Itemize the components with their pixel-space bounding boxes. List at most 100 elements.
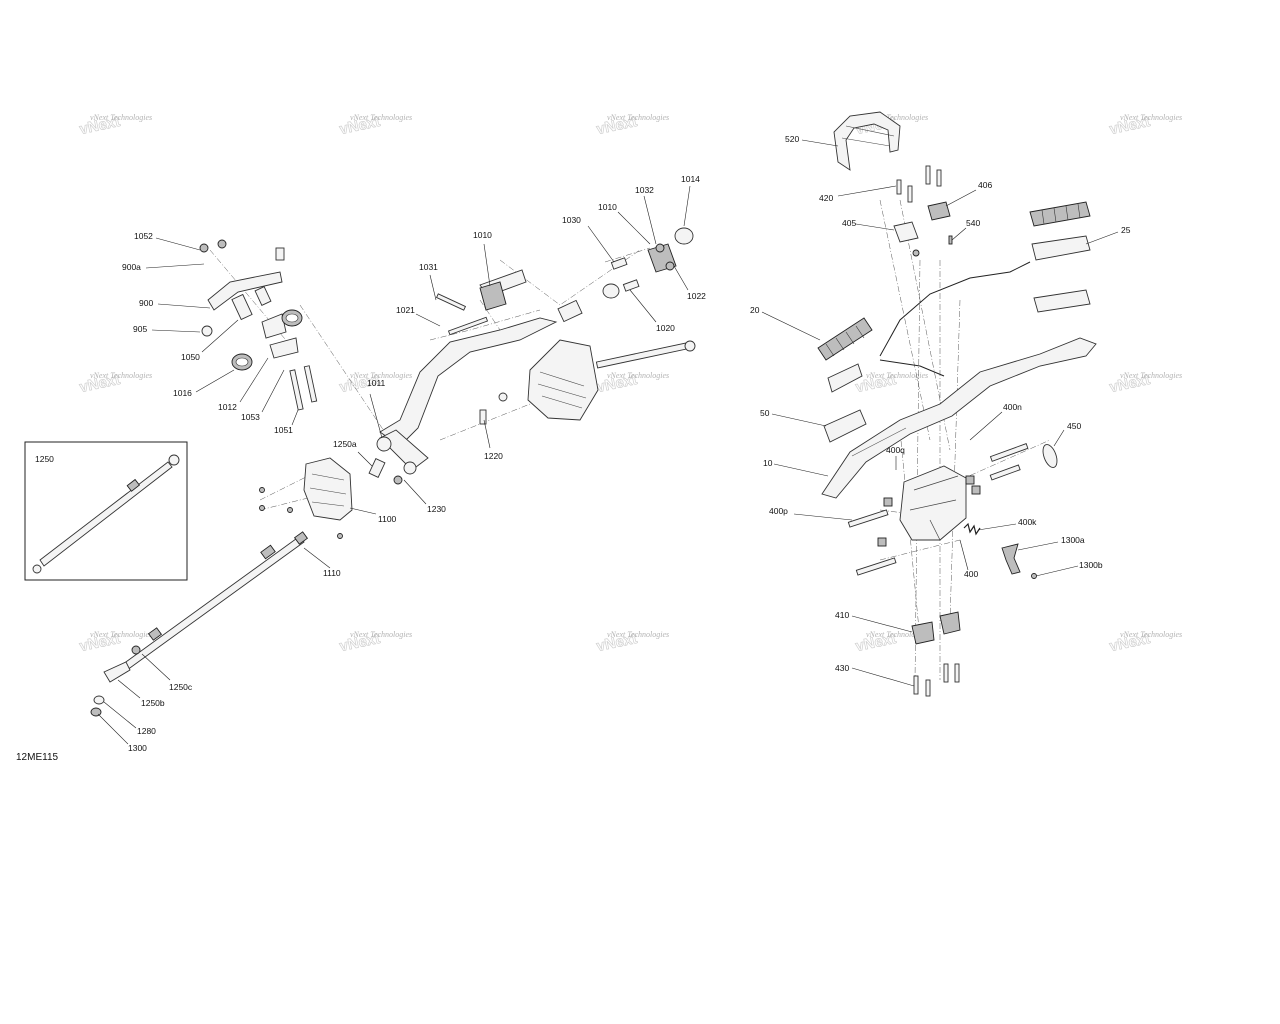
grip-left [817,317,873,361]
nut [971,485,981,495]
handlebar-marking [851,427,907,457]
watermark: vNext vNext Technologies [1108,630,1182,656]
pin-head [498,392,508,402]
callout-400p: 400p [769,506,788,516]
callout-1050: 1050 [181,352,200,362]
screw [337,533,343,539]
nut [912,249,920,257]
bolt [289,369,304,411]
callout-1010-right: 1010 [598,202,617,212]
callout-405: 405 [842,218,856,228]
svg-text:vNext Technologies: vNext Technologies [607,113,669,122]
callout-1016: 1016 [173,388,192,398]
callout-10: 10 [763,458,773,468]
handle-hook-grip [841,125,895,147]
inset-rod-end [32,564,42,574]
callout-1011: 1011 [367,378,386,388]
nut [90,707,102,717]
washer [1042,444,1058,468]
watermark: vNext vNext Technologies [78,113,152,139]
callout-1250c: 1250c [169,682,193,692]
nut [665,261,675,271]
heater-element [823,409,867,443]
callout-1250b: 1250b [141,698,165,708]
callout-labels: 1052 900a 900 905 1050 1016 1012 1053 10… [122,134,1131,753]
nut [883,497,893,507]
callout-400q: 400q [886,445,905,455]
bolt [913,675,919,695]
screw [1031,573,1037,579]
bolt [925,165,931,185]
throttle-cable [879,359,945,377]
rod-collar [293,531,309,545]
screw [259,505,265,511]
nut [217,239,227,249]
callout-1110: 1110 [323,568,341,578]
callout-540: 540 [966,218,980,228]
callout-400n: 400n [1003,402,1022,412]
grip-right [1029,201,1091,227]
callout-1012: 1012 [218,402,237,412]
callout-50: 50 [760,408,770,418]
arm-eye [376,436,392,452]
callout-1300: 1300 [128,743,147,753]
lower-clamp [911,621,935,645]
washer [201,325,213,337]
pin [479,409,487,425]
handlebar [821,337,1097,499]
washer-ring [602,283,620,299]
bushing [254,286,272,306]
lever [1001,543,1021,575]
callout-900: 900 [139,298,153,308]
callout-1100: 1100 [378,514,397,524]
bracket-stud [275,247,285,261]
bolt [907,185,913,203]
svg-text:vNext Technologies: vNext Technologies [607,371,669,380]
bolt [943,663,949,683]
arm-eye [403,461,417,475]
bolt [847,509,889,528]
watermark: vNext vNext Technologies [595,630,669,656]
spring [963,522,981,536]
riser-block-detail [909,475,959,541]
callout-1030: 1030 [562,215,581,225]
callout-1020: 1020 [656,323,675,333]
callout-25: 25 [1121,225,1131,235]
grip-sleeve [1031,235,1091,261]
rod-end [103,661,131,683]
callout-1053: 1053 [241,412,260,422]
upper-clamp [479,281,507,311]
callout-1051: 1051 [274,425,293,435]
callout-400: 400 [964,569,978,579]
callout-1220: 1220 [484,451,503,461]
callout-450: 450 [1067,421,1081,431]
seal-ring-inner [235,357,249,367]
nut [199,243,209,253]
inset-rod [39,461,173,567]
tie-rod-end [684,340,696,352]
callout-1031: 1031 [419,262,438,272]
callout-430: 430 [835,663,849,673]
callout-900a: 900a [122,262,141,272]
callout-1300a: 1300a [1061,535,1085,545]
inset-rod-end [168,454,180,466]
watermark: vNext vNext Technologies [338,630,412,656]
callout-1052: 1052 [134,231,153,241]
screw [948,235,953,245]
watermark: vNext vNext Technologies [1108,113,1182,139]
column-cover [303,457,353,521]
callout-1021: 1021 [396,305,415,315]
column-collar [557,299,583,323]
steering-column-assembly [90,227,696,717]
bolt [303,365,318,403]
watermark: vNext vNext Technologies [595,371,669,397]
nut [655,243,665,253]
steering-gear-housing [527,339,599,421]
leader-lines [97,139,1119,745]
callout-520: 520 [785,134,799,144]
pin [622,279,640,292]
svg-text:vNext Technologies: vNext Technologies [90,113,152,122]
callout-1022: 1022 [687,291,706,301]
svg-text:vNext Technologies: vNext Technologies [607,630,669,639]
bolt [447,316,489,336]
